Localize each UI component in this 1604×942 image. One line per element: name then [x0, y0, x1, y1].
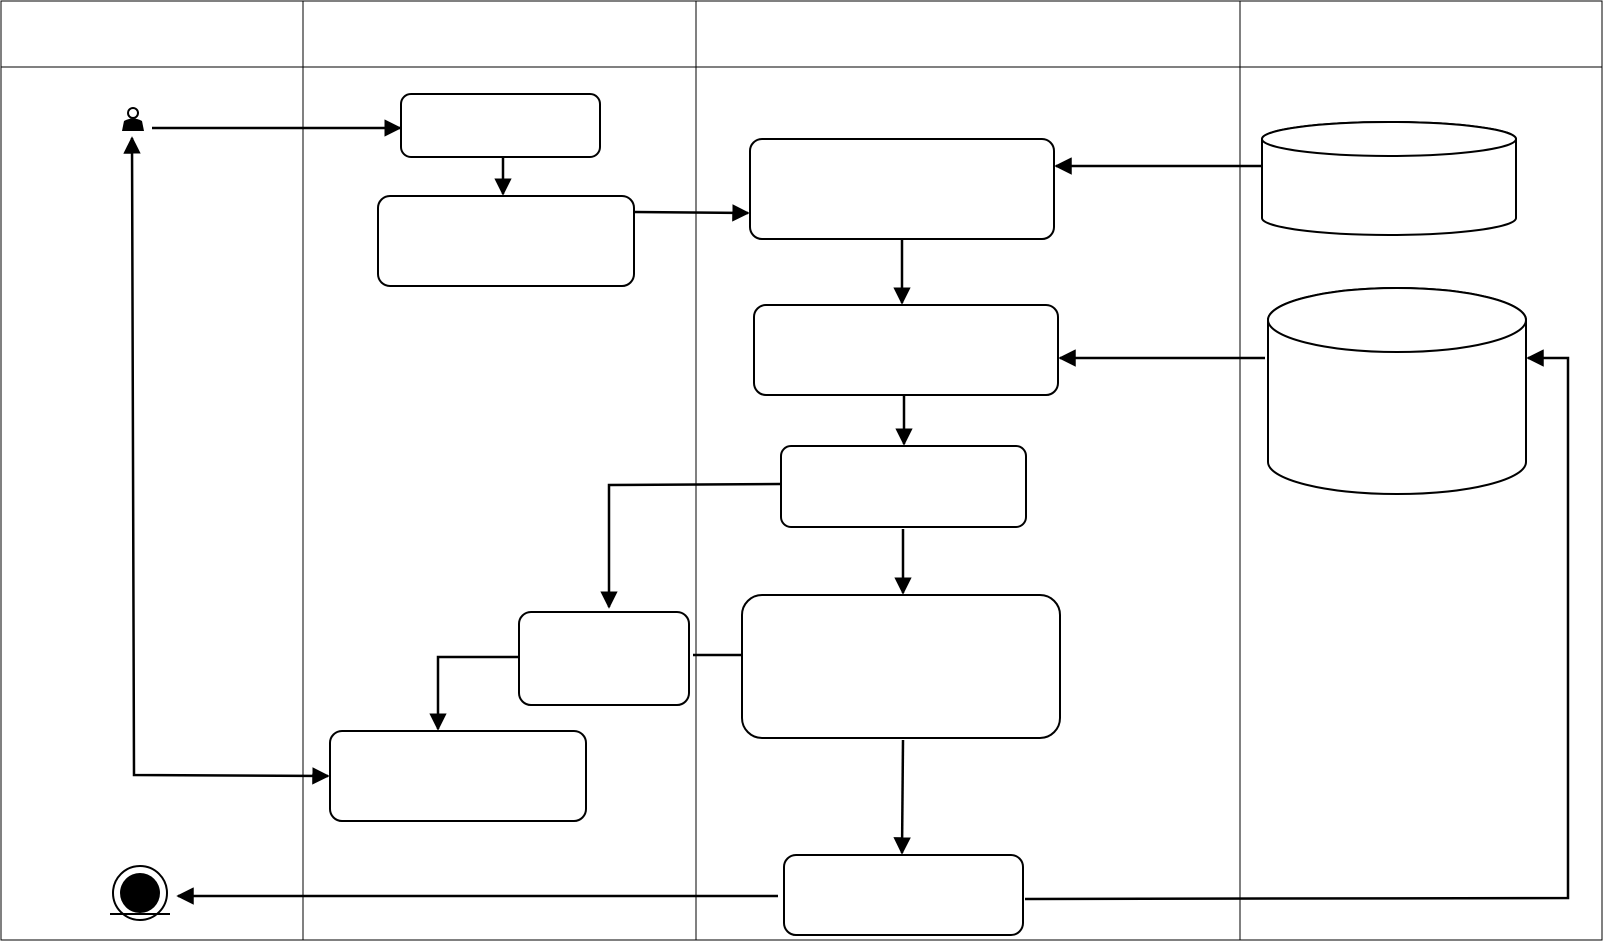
node-n4 — [753, 304, 1059, 396]
node-n6 — [518, 611, 690, 706]
node-n8 — [329, 730, 587, 822]
edge-n8-actor — [123, 136, 330, 785]
node-n1 — [400, 93, 601, 158]
node-n7 — [741, 594, 1061, 739]
user-icon — [122, 107, 144, 131]
edges — [123, 119, 1570, 905]
node-n9 — [783, 854, 1024, 936]
edge-n2-n3 — [634, 204, 750, 222]
node-n2 — [377, 195, 635, 287]
datastore-db1 — [1261, 121, 1517, 236]
edge-n5-n6 — [600, 482, 781, 609]
datastore-db2 — [1267, 287, 1527, 495]
edge-n6-n8 — [429, 655, 518, 731]
node-n3 — [749, 138, 1055, 240]
node-n5 — [780, 445, 1027, 528]
final-node-icon — [110, 865, 170, 921]
edge-n9-db2 — [1024, 349, 1570, 901]
edge-n7-n9 — [893, 739, 911, 855]
